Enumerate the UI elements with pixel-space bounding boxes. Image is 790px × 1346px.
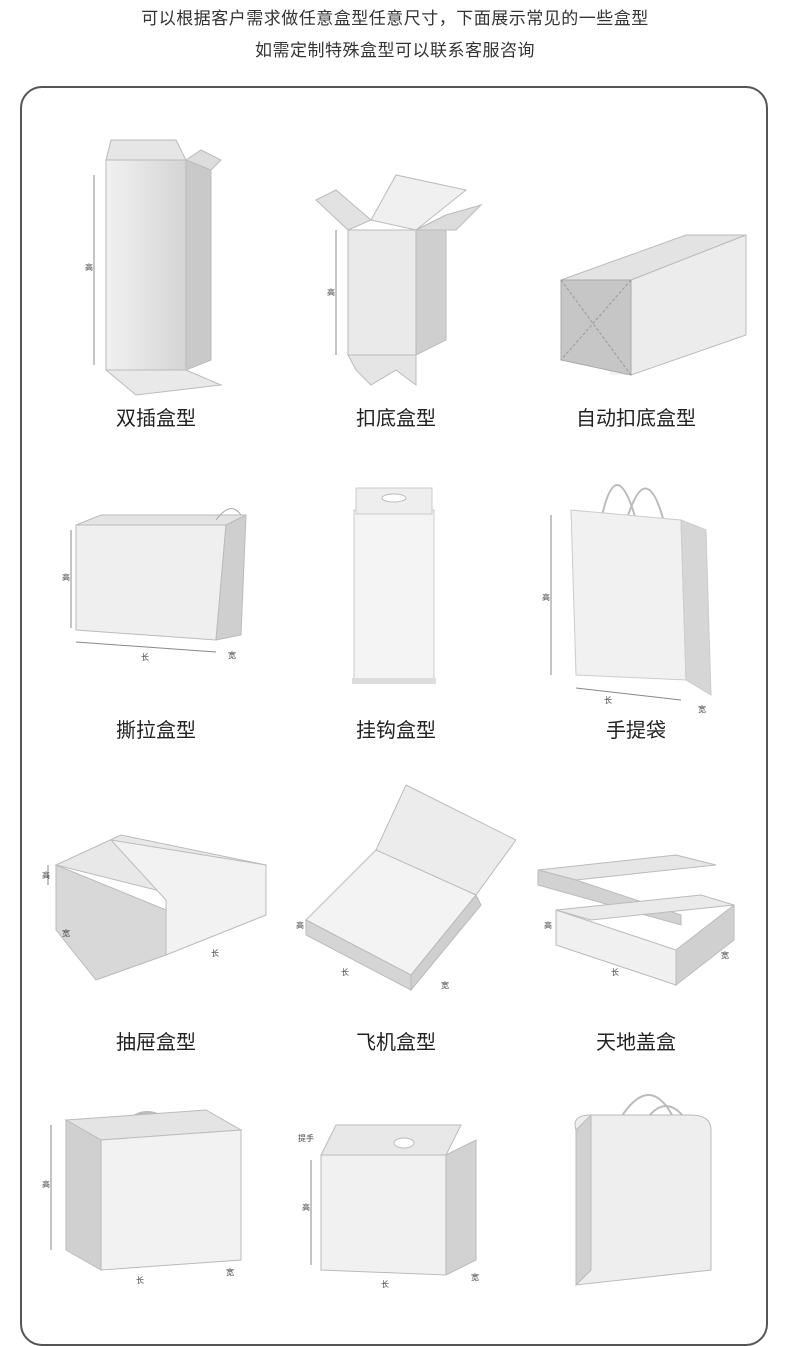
- box-cell-lid-base: 高 长 宽: [516, 780, 756, 1000]
- dim-width-label: 宽: [62, 928, 70, 938]
- intro-line-2: 如需定制特殊盒型可以联系客服咨询: [255, 41, 535, 61]
- box-label-tuck-end: 双插盒型: [116, 406, 196, 430]
- dim-width-label: 宽: [226, 1267, 234, 1277]
- tear-strip-box-icon: 高 长 宽: [62, 508, 247, 662]
- dim-length-label: 长: [136, 1275, 144, 1285]
- box-label-lid-base: 天地盖盒: [596, 1030, 676, 1054]
- dim-width-label: 宽: [228, 650, 236, 660]
- box-cell-suitcase: 高 长 宽: [36, 1075, 276, 1300]
- box-label-tear-strip: 撕拉盒型: [116, 718, 196, 742]
- paper-shopping-bag-icon: 高 长 宽: [542, 484, 712, 714]
- dim-handle-label: 提手: [298, 1133, 314, 1143]
- dim-width-label: 宽: [471, 1272, 479, 1282]
- dim-height-label: 高: [296, 920, 304, 930]
- dim-width-label: 宽: [698, 704, 706, 714]
- box-cell-auto-lock: [516, 130, 756, 410]
- snap-lock-bottom-box-icon: 高: [315, 174, 483, 386]
- box-label-snap-lock: 扣底盒型: [356, 406, 436, 430]
- dim-length-label: 长: [211, 948, 219, 958]
- drawer-box-icon: 高 宽 长: [42, 834, 268, 981]
- dim-height-label: 高: [62, 572, 70, 582]
- box-label-mailer: 飞机盒型: [356, 1030, 436, 1054]
- dim-height-label: 高: [327, 287, 335, 297]
- box-cell-rope-handle: [516, 1075, 756, 1300]
- dim-height-label: 高: [42, 1179, 50, 1189]
- dim-length-label: 长: [381, 1279, 389, 1289]
- dim-width-label: 宽: [441, 980, 449, 990]
- tall-tuck-end-box-icon: 高: [85, 139, 223, 396]
- gable-handle-box-icon: 提手 高 长 宽: [298, 1124, 479, 1289]
- dim-width-label: 宽: [721, 950, 729, 960]
- lid-and-base-box-icon: 高 长 宽: [537, 854, 735, 987]
- mailer-box-icon: 高 长 宽: [296, 784, 516, 992]
- auto-lock-bottom-box-icon: [560, 234, 747, 376]
- box-label-auto-lock: 自动扣底盒型: [576, 406, 696, 430]
- dim-height-label: 高: [544, 920, 552, 930]
- dim-height-label: 高: [302, 1202, 310, 1212]
- box-cell-snap-lock: 高: [276, 130, 516, 410]
- dim-height-label: 高: [85, 262, 93, 272]
- hang-tab-box-icon: [352, 487, 436, 684]
- box-label-shopping-bag: 手提袋: [606, 718, 666, 742]
- box-cell-drawer: 高 宽 长: [36, 780, 276, 1000]
- dim-height-label: 高: [542, 592, 550, 602]
- handle-suitcase-box-icon: 高 长 宽: [42, 1109, 243, 1285]
- box-cell-shopping-bag: 高 长 宽: [516, 460, 756, 720]
- box-label-hang-tab: 挂钩盒型: [356, 718, 436, 742]
- dim-length-label: 长: [611, 967, 619, 977]
- box-cell-gable: 提手 高 长 宽: [276, 1075, 516, 1300]
- dim-length-label: 长: [341, 967, 349, 977]
- dim-length-label: 长: [604, 695, 612, 705]
- box-cell-hang-tab: [276, 460, 516, 700]
- dim-height-label: 高: [42, 870, 50, 880]
- box-cell-tear-strip: 高 长 宽: [36, 460, 276, 700]
- box-cell-mailer: 高 长 宽: [276, 780, 516, 1000]
- intro-line-1: 可以根据客户需求做任意盒型任意尺寸，下面展示常见的一些盒型: [141, 9, 649, 29]
- dim-length-label: 长: [141, 652, 149, 662]
- rope-handle-gift-box-icon: [574, 1094, 712, 1287]
- box-label-drawer: 抽屉盒型: [116, 1030, 196, 1054]
- box-cell-tuck-end: 高: [36, 130, 276, 410]
